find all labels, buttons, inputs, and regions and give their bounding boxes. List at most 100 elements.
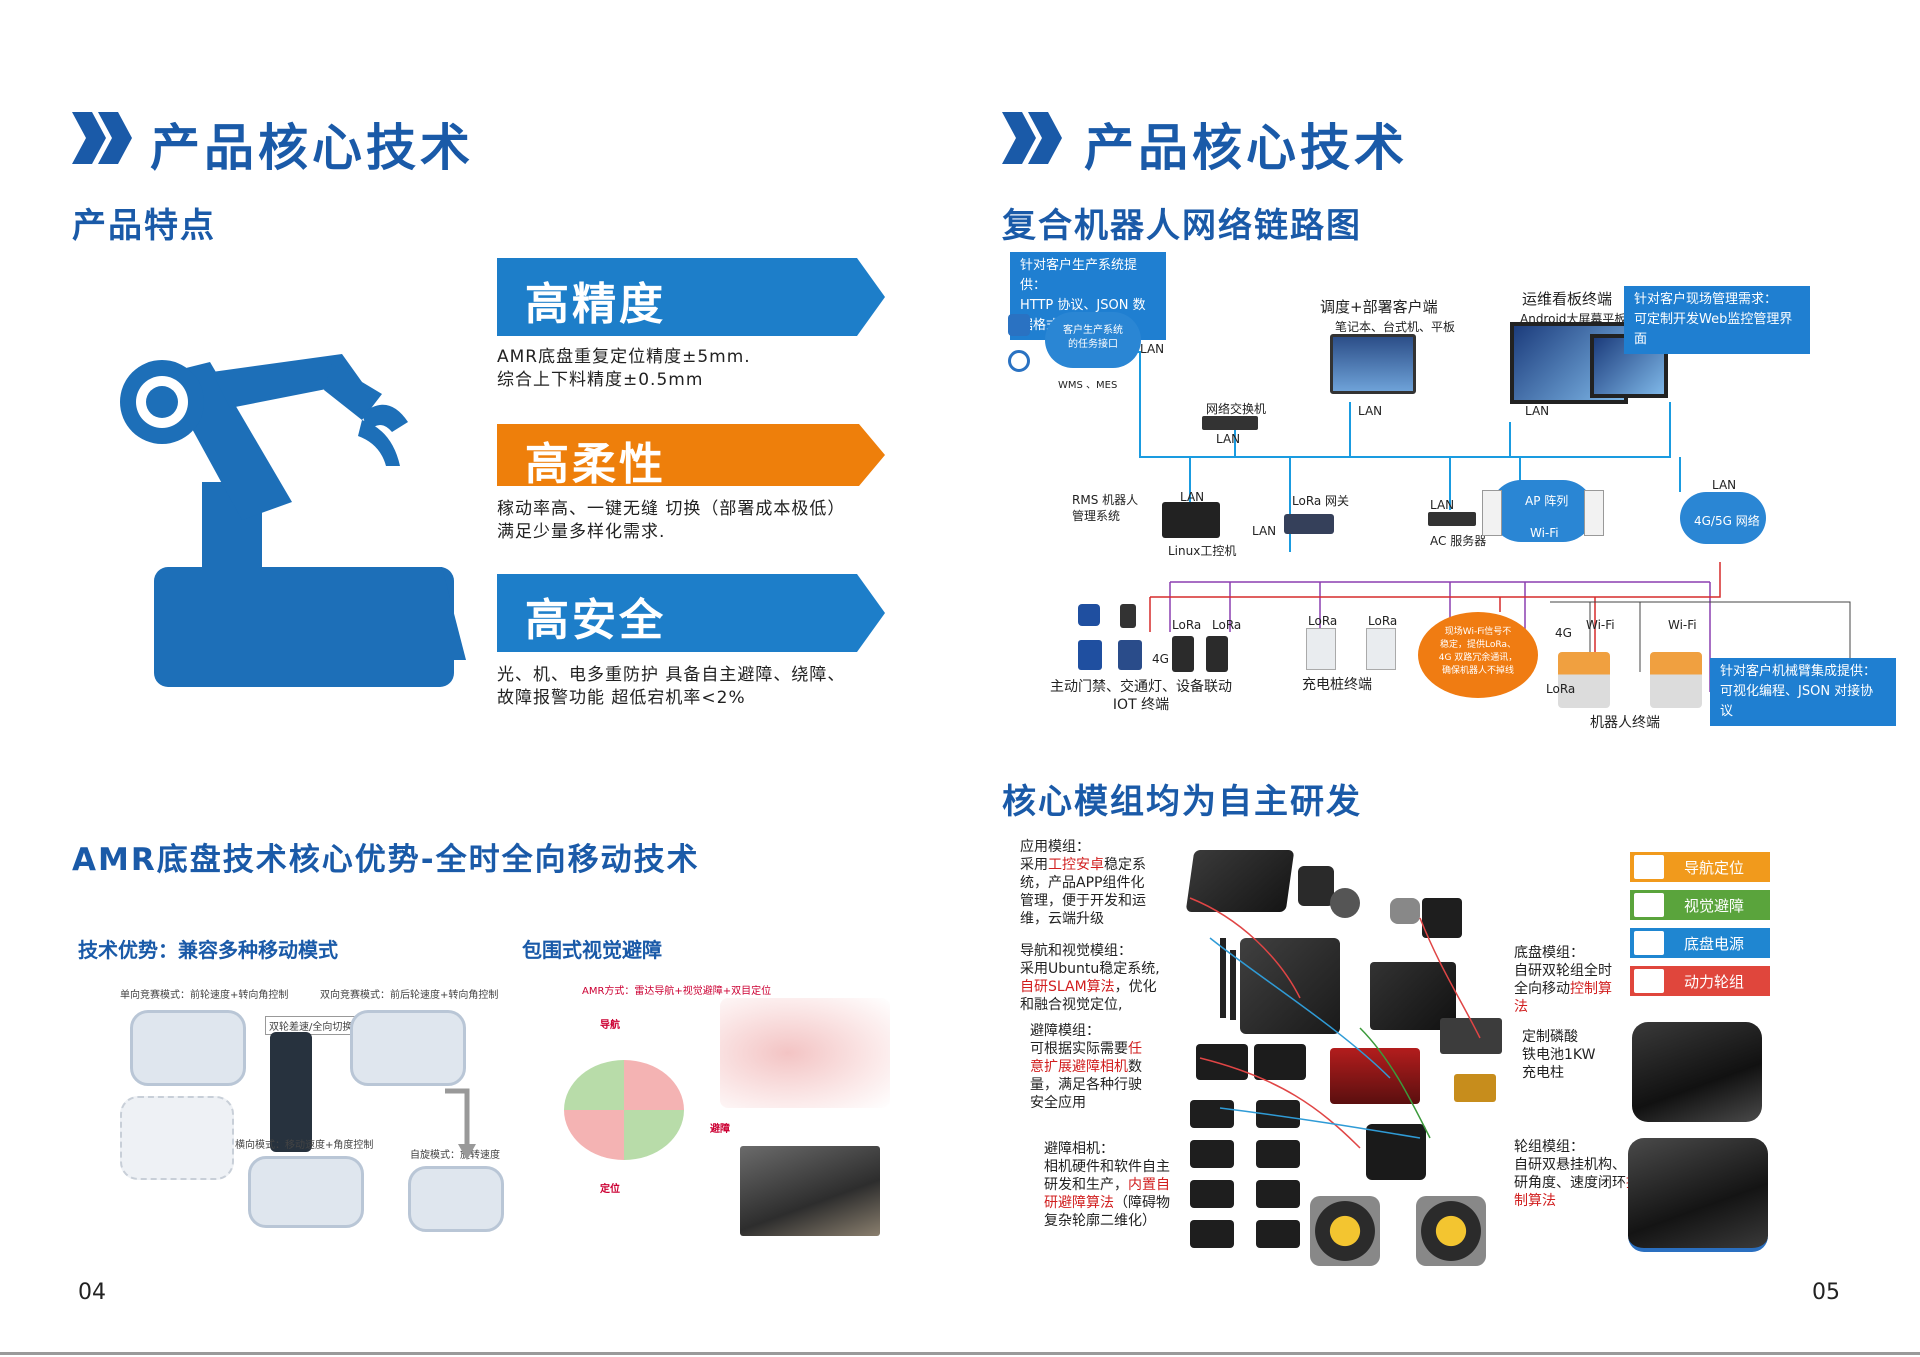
- module-text: 研角度、速度闭环: [1514, 1175, 1626, 1191]
- obstacle-camera-image: [1190, 1140, 1234, 1168]
- sensor-board-image: [1196, 1044, 1248, 1080]
- module-text: 复杂轮廓二维化）: [1044, 1213, 1156, 1229]
- legend-power: 底盘电源: [1630, 928, 1770, 958]
- arrow-icon: [445, 1088, 476, 1160]
- wifi-label: Wi-Fi: [1668, 618, 1697, 632]
- antenna-image: [1230, 950, 1236, 1020]
- feature-banner-flexibility: 高柔性: [497, 424, 885, 502]
- legend-label: 底盘电源: [1684, 935, 1745, 953]
- warehouse-photo: [740, 1146, 880, 1236]
- module-text: 避障模组：: [1030, 1023, 1100, 1039]
- linux-pc-label: Linux工控机: [1168, 544, 1237, 558]
- wms-mes-label: WMS 、MES: [1058, 380, 1118, 391]
- cellular-cloud: [1680, 492, 1766, 544]
- 4g-label: 4G: [1555, 626, 1572, 640]
- feature-desc: AMR底盘重复定位精度±5mm. 综合上下料精度±0.5mm: [497, 346, 751, 392]
- elevator-icon: [1078, 640, 1102, 670]
- device-icon: [1118, 640, 1142, 670]
- obstacle-camera-image: [1190, 1180, 1234, 1208]
- obstacle-camera-image: [1256, 1180, 1300, 1208]
- lora-label: LoRa: [1546, 682, 1576, 696]
- avoid-label: 避障: [710, 1124, 730, 1135]
- access-point-image: [1482, 490, 1502, 536]
- note-line: 针对客户现场管理需求：: [1634, 292, 1778, 307]
- amr-section-title: AMR底盘技术核心优势-全时全向移动技术: [72, 842, 700, 878]
- note-line: 现场Wi-Fi信号不: [1444, 627, 1512, 637]
- customer-system-cloud: 客户生产系统 的任务接口: [1045, 312, 1141, 368]
- legend-vision: 视觉避障: [1630, 890, 1770, 920]
- module-text: 导航和视觉模组：: [1020, 943, 1132, 959]
- banner-shape: [497, 424, 885, 486]
- sensor-board-image: [1254, 1044, 1306, 1080]
- module-text: 可根据实际需要: [1030, 1041, 1128, 1057]
- wifi-label: Wi-Fi: [1530, 526, 1559, 540]
- robot-arm-image: [1650, 652, 1702, 708]
- module-highlight: 制算法: [1514, 1193, 1556, 1209]
- robot-chassis-image: [350, 1010, 466, 1086]
- mode-label-single: 单向竞赛模式：前轮速度+转向角控制: [120, 990, 289, 1001]
- ops-terminal-title: 运维看板终端: [1522, 290, 1613, 308]
- vision-avoid-diagram: AMR方式：雷达导航+视觉避障+双目定位 导航 避障 定位: [560, 980, 900, 1240]
- vision-method-label: AMR方式：雷达导航+视觉避障+双目定位: [582, 986, 772, 997]
- desc-line: 稼动率高、一键无缝 切换（部署成本极低）: [497, 499, 846, 519]
- rms-line: RMS 机器人: [1072, 493, 1139, 507]
- banner-shape: [497, 574, 885, 652]
- module-text: 轮组模组：: [1514, 1139, 1584, 1155]
- obstacle-camera-image: [1256, 1140, 1300, 1168]
- module-text: 定制磷酸: [1522, 1029, 1578, 1045]
- robot-chassis-image: [120, 1096, 234, 1180]
- module-highlight: 法: [1514, 999, 1528, 1015]
- camera-module-image: [1390, 898, 1420, 924]
- network-switch-image: [1202, 416, 1258, 430]
- lan-label: LAN: [1216, 432, 1241, 446]
- nav-controller-image: [1240, 938, 1340, 1034]
- ac-server-image: [1428, 512, 1476, 526]
- module-highlight: 控制算: [1570, 981, 1612, 997]
- network-title: 复合机器人网络链路图: [1002, 206, 1362, 246]
- cloud-line: 客户生产系统: [1063, 325, 1123, 336]
- module-highlight: 研避障算法: [1044, 1195, 1114, 1211]
- module-text: 量，满足各种行驶: [1030, 1077, 1142, 1093]
- charger-image: [1366, 628, 1396, 670]
- switch-label: 网络交换机: [1206, 402, 1267, 416]
- org-chart-icon: [1008, 350, 1030, 372]
- note-line: 可视化编程、JSON 对接协议: [1720, 684, 1874, 719]
- legend-thumb: [1634, 931, 1664, 955]
- module-text: 充电柱: [1522, 1065, 1564, 1081]
- modules-title: 核心模组均为自主研发: [1002, 782, 1362, 822]
- obstacle-camera-image: [1256, 1220, 1300, 1248]
- module-text: 应用模组：: [1020, 839, 1090, 855]
- antenna-image: [1220, 938, 1226, 1018]
- feature-desc: 光、机、电多重防护 具备自主避障、绕障、 故障报警功能 超低宕机率<2%: [497, 664, 845, 710]
- module-highlight: 内置自: [1128, 1177, 1170, 1193]
- module-chassis-desc: 底盘模组： 自研双轮组全时 全向移动控制算 法: [1514, 944, 1644, 1016]
- traffic-light-icon: [1120, 604, 1136, 628]
- cellular-label: 4G/5G 网络: [1694, 514, 1760, 528]
- legend-label: 视觉避障: [1684, 897, 1745, 915]
- legend-thumb: [1634, 969, 1664, 993]
- module-text: 采用: [1020, 857, 1048, 873]
- obstacle-camera-image: [1190, 1100, 1234, 1128]
- module-text: 管理，便于开发和运: [1020, 893, 1146, 909]
- lan-label: LAN: [1525, 404, 1550, 418]
- module-text: 采用Ubuntu稳定系统,: [1020, 961, 1160, 977]
- network-diagram: 针对客户生产系统提供： HTTP 协议、JSON 数据格式 客户生产系统 的任务…: [990, 252, 1910, 742]
- lan-label: LAN: [1180, 490, 1205, 504]
- 4g-label: 4G: [1152, 652, 1169, 666]
- robot-chassis-image: [408, 1166, 504, 1232]
- note-line: 针对客户机械臂集成提供：: [1720, 664, 1877, 679]
- drive-wheel-image: [1416, 1196, 1486, 1266]
- camera-module-image: [1298, 866, 1334, 906]
- module-highlight: 意扩展避障相机: [1030, 1059, 1128, 1075]
- page-title: 产品核心技术: [150, 119, 474, 177]
- tech-advantage-title: 技术优势：兼容多种移动模式: [78, 938, 338, 962]
- legend-thumb: [1634, 893, 1664, 917]
- note-line: 可定制开发Web监控管理界面: [1634, 312, 1793, 347]
- module-text: ，优化: [1114, 979, 1157, 995]
- module-highlight: 自研SLAM算法: [1020, 979, 1115, 995]
- box-module-image: [1422, 898, 1462, 938]
- linux-pc-image: [1162, 502, 1220, 538]
- feature-desc: 稼动率高、一键无缝 切换（部署成本极低） 满足少量多样化需求.: [497, 498, 845, 544]
- lora-gateway-image: [1284, 514, 1334, 534]
- charger-terminal-label: 充电桩终端: [1302, 677, 1372, 693]
